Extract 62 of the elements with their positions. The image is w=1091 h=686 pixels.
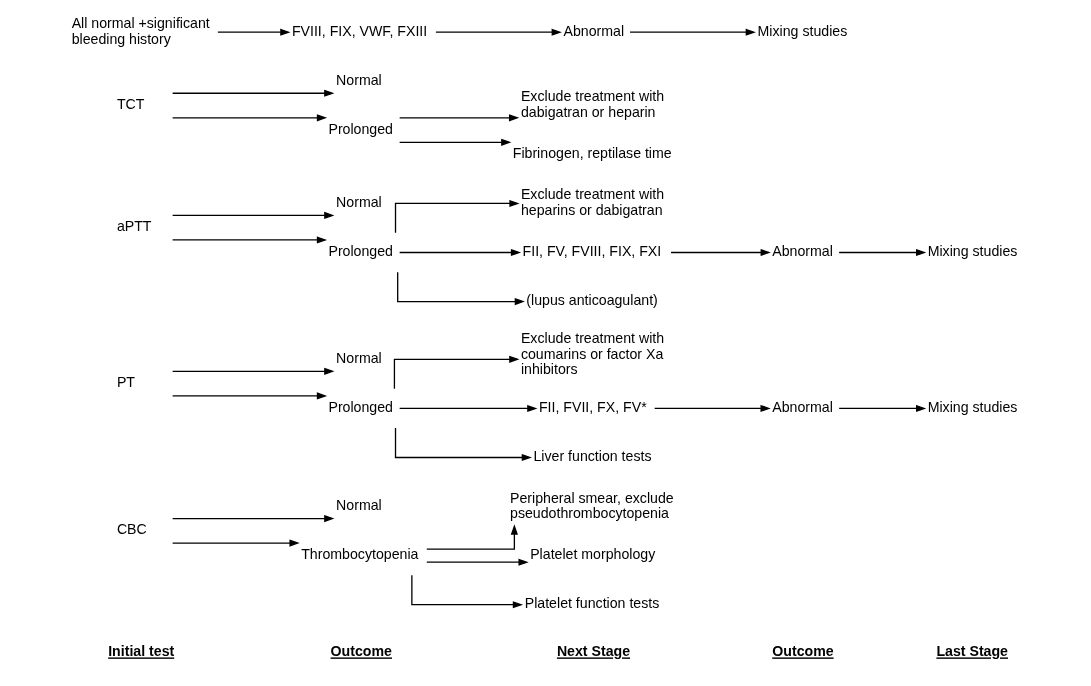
- arrow: [838, 404, 926, 413]
- node-text: Prolonged: [327, 243, 393, 260]
- arrow: [171, 367, 334, 375]
- label: Last Stage: [935, 643, 1008, 660]
- arrow: [628, 28, 756, 36]
- arrow: [393, 355, 519, 390]
- node-text: Mixing studies: [757, 22, 847, 39]
- node-text: Prolonged: [327, 121, 393, 138]
- node-text: aPTT: [116, 218, 152, 235]
- node-text: Normal: [335, 194, 382, 211]
- node-text: Prolonged: [327, 399, 393, 416]
- node-text: Exclude treatment with heparins or dabigatran: [520, 186, 664, 218]
- node-text: FII, FVII, FX, FV*: [538, 399, 647, 416]
- node-text: Thrombocytopenia: [300, 546, 418, 563]
- arrow: [396, 271, 525, 306]
- arrow: [434, 28, 562, 36]
- arrow: [398, 138, 511, 146]
- arrow: [838, 248, 926, 257]
- node-text: FII, FV, FVIII, FIX, FXI: [522, 243, 661, 260]
- node-text: Exclude treatment with coumarins or factor Xa inhibitors: [520, 330, 664, 377]
- node-text: FVIII, FIX, VWF, FXIII: [291, 22, 427, 39]
- arrow: [171, 89, 334, 97]
- arrow: [653, 404, 771, 413]
- node-text: Abnormal: [771, 243, 833, 260]
- node-text: Platelet function tests: [524, 595, 659, 612]
- arrow: [398, 404, 537, 413]
- arrow: [410, 574, 523, 609]
- node-text: Mixing studies: [927, 399, 1017, 416]
- arrow: [171, 392, 327, 400]
- label: Next Stage: [556, 643, 630, 660]
- arrow: [171, 211, 334, 219]
- node-text: Normal: [335, 497, 382, 514]
- node-text: Exclude treatment with dabigatran or heparin: [520, 88, 664, 120]
- node-text: Abnormal: [562, 22, 624, 39]
- node-text: Platelet morphology: [529, 546, 655, 563]
- node-text: TCT: [116, 95, 144, 112]
- node-text: Peripheral smear, exclude pseudothrombocytopenia: [509, 489, 674, 521]
- arrow: [171, 236, 327, 244]
- node-text: (lupus anticoagulant): [525, 292, 658, 309]
- node-text: PT: [116, 374, 135, 391]
- label: Outcome: [771, 643, 834, 660]
- arrow: [398, 248, 521, 257]
- node-text: Liver function tests: [532, 448, 651, 465]
- node-text: CBC: [116, 521, 147, 538]
- node-text: Normal: [335, 71, 382, 88]
- arrow: [425, 558, 529, 566]
- node-text: Normal: [335, 350, 382, 367]
- node-text: Abnormal: [771, 399, 833, 416]
- arrow: [425, 524, 518, 550]
- arrow: [398, 114, 519, 122]
- node-text: Mixing studies: [927, 243, 1017, 260]
- label: Initial test: [107, 643, 174, 660]
- arrow: [669, 248, 771, 257]
- arrow: [394, 427, 532, 462]
- node-text: Fibrinogen, reptilase time: [512, 145, 672, 162]
- arrow: [171, 114, 327, 122]
- node-text: All normal +significant bleeding history: [71, 15, 210, 47]
- arrow: [171, 514, 334, 523]
- label: Outcome: [330, 643, 392, 660]
- arrow: [171, 539, 300, 547]
- arrow: [216, 28, 290, 36]
- arrow: [394, 199, 520, 234]
